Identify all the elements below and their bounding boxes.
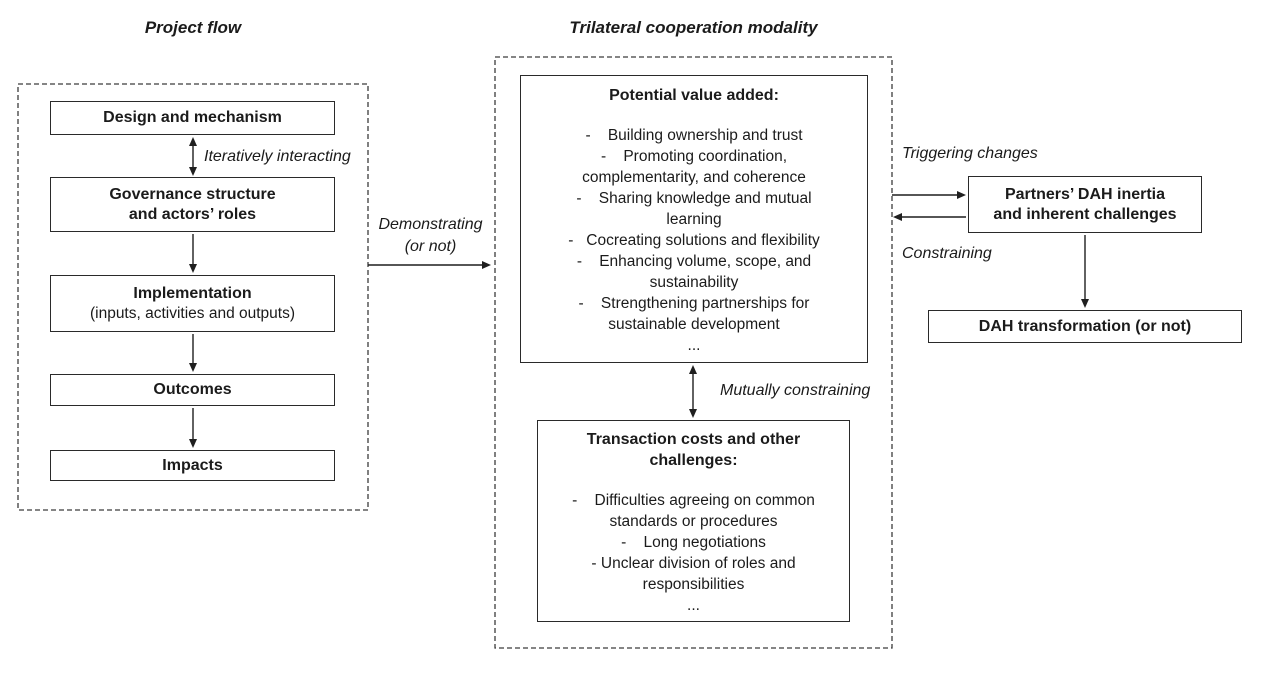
bullet-line: - Strengthening partnerships for bbox=[578, 295, 810, 312]
transaction-bullet-list: - Difficulties agreeing on common standar… bbox=[538, 490, 849, 616]
demonstrating-label: Demonstrating (or not) bbox=[378, 216, 483, 255]
bullet-line: standards or procedures bbox=[609, 513, 778, 530]
design-mechanism-label: Design and mechanism bbox=[103, 109, 282, 126]
bullet-line: - Difficulties agreeing on common bbox=[572, 492, 815, 509]
bullet-line: responsibilities bbox=[642, 576, 745, 593]
bullet-line: - Cocreating solutions and flexibility bbox=[568, 232, 820, 249]
outcomes-label: Outcomes bbox=[153, 381, 232, 398]
partners-dah-inertia-label: Partners’ DAH inertia and inherent chall… bbox=[993, 185, 1177, 223]
mutually-constraining-label: Mutually constraining bbox=[720, 382, 871, 399]
bullet-line: - Building ownership and trust bbox=[585, 127, 803, 144]
potential-value-box: Potential value added: - Building owners… bbox=[520, 75, 868, 363]
implementation-sublabel: (inputs, activities and outputs) bbox=[89, 305, 296, 322]
modality-title: Trilateral cooperation modality bbox=[569, 18, 818, 37]
bullet-line: learning bbox=[666, 211, 722, 228]
potential-bullet-list: - Building ownership and trust - Promotin… bbox=[521, 125, 867, 356]
implementation-box: Implementation (inputs, activities and o… bbox=[50, 275, 335, 332]
governance-box: Governance structure and actors’ roles bbox=[50, 177, 335, 232]
iteratively-interacting-label: Iteratively interacting bbox=[204, 148, 351, 165]
impacts-box: Impacts bbox=[50, 450, 335, 481]
bullet-line: complementarity, and coherence bbox=[582, 169, 806, 186]
impacts-label: Impacts bbox=[162, 456, 223, 474]
bullet-line: ... bbox=[687, 337, 701, 354]
constraining-label: Constraining bbox=[902, 245, 992, 262]
outcomes-box: Outcomes bbox=[50, 374, 335, 406]
bullet-line: - Unclear division of roles and bbox=[591, 555, 796, 572]
bullet-line: - Promoting coordination, bbox=[600, 148, 788, 165]
transaction-costs-box: Transaction costs and other challenges: … bbox=[537, 420, 850, 622]
partners-dah-inertia-box: Partners’ DAH inertia and inherent chall… bbox=[968, 176, 1202, 233]
governance-label: Governance structure and actors’ roles bbox=[109, 185, 276, 223]
project-flow-title: Project flow bbox=[144, 18, 242, 37]
bullet-line: - Enhancing volume, scope, and bbox=[576, 253, 812, 270]
transaction-costs-heading: Transaction costs and other challenges: bbox=[586, 431, 801, 469]
potential-value-heading: Potential value added: bbox=[609, 87, 779, 104]
bullet-line: ... bbox=[687, 597, 700, 614]
bullet-line: - Sharing knowledge and mutual bbox=[576, 190, 812, 207]
design-mechanism-box: Design and mechanism bbox=[50, 101, 335, 135]
bullet-line: sustainability bbox=[649, 274, 739, 291]
bullet-line: - Long negotiations bbox=[621, 534, 766, 551]
bullet-line: sustainable development bbox=[608, 316, 780, 333]
dah-transformation-label: DAH transformation (or not) bbox=[978, 317, 1192, 335]
dah-transformation-box: DAH transformation (or not) bbox=[928, 310, 1242, 343]
triggering-changes-label: Triggering changes bbox=[902, 145, 1038, 162]
implementation-label: Implementation bbox=[133, 285, 252, 302]
